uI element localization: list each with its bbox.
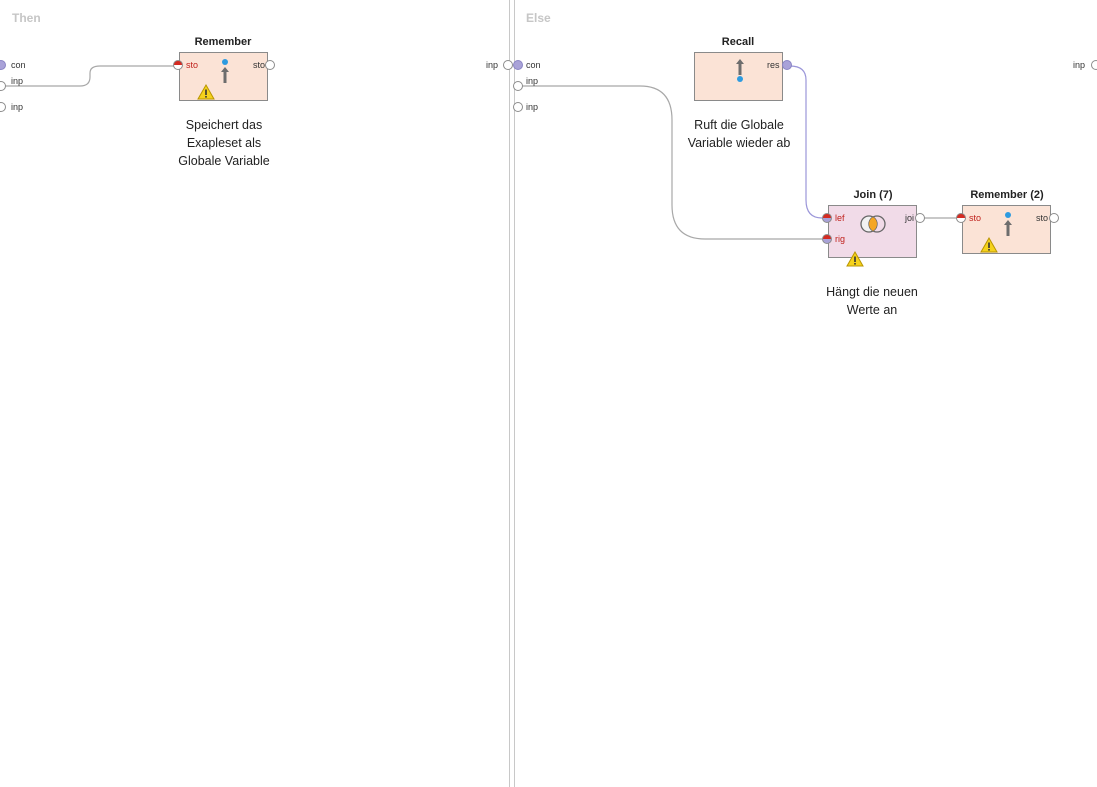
then-right-port[interactable] [503,60,513,70]
then-port-con[interactable] [0,60,6,70]
join-in-port-rig[interactable] [822,234,832,244]
remember2-out-port-label: sto [1036,213,1049,223]
else-port-inp-2-label: inp [526,102,539,112]
recall-operator[interactable]: res [694,52,783,101]
remember-note-line-3: Globale Variable [178,154,270,168]
join-note-line-1: Hängt die neuen [826,285,918,299]
else-port-inp-2[interactable] [513,102,523,112]
panel-divider-left [509,0,510,787]
remember-operator[interactable]: sto sto [179,52,268,101]
else-port-inp-1-label: inp [526,76,539,86]
join-in-port-lef-label: lef [835,213,845,223]
remember2-operator[interactable]: sto sto [962,205,1051,254]
then-port-inp-1[interactable] [0,81,6,91]
recall-title: Recall [721,36,755,48]
join-note: Hängt die neuen Werte an [782,283,962,319]
join-out-port[interactable] [915,213,925,223]
remember-note-line-1: Speichert das [185,118,263,132]
join-venn-icon [860,215,886,233]
join-warning-icon[interactable] [846,251,864,267]
panel-divider-right [514,0,515,787]
else-port-con-label: con [526,60,541,70]
recall-out-port[interactable] [782,60,792,70]
then-port-con-label: con [11,60,26,70]
wire-then-inp-to-remember[interactable] [5,65,177,87]
remember2-store-icon [1004,212,1012,236]
remember-note-line-2: Exapleset als [186,136,262,150]
then-panel-title: Then [12,11,41,25]
remember-note: Speichert das Exapleset als Globale Vari… [134,116,314,170]
else-port-inp-1[interactable] [513,81,523,91]
else-port-con[interactable] [513,60,523,70]
join-title: Join (7) [853,189,893,201]
remember-title: Remember [194,36,252,48]
recall-note-line-1: Ruft die Globale [694,118,784,132]
remember-out-port-label: sto [253,60,266,70]
recall-out-port-label: res [767,60,780,70]
join-note-line-2: Werte an [846,303,898,317]
join-out-port-label: joi [905,213,915,223]
recall-note-line-2: Variable wieder ab [687,136,791,150]
then-port-inp-1-label: inp [11,76,24,86]
remember-store-icon [221,59,229,83]
then-panel: Then [0,0,509,787]
join-in-port-rig-label: rig [835,234,846,244]
remember2-out-port[interactable] [1049,213,1059,223]
remember-in-port-label: sto [186,60,199,70]
join-in-port-lef[interactable] [822,213,832,223]
else-right-port[interactable] [1091,60,1097,70]
wire-else-inp-to-join[interactable] [520,85,824,240]
recall-note: Ruft die Globale Variable wieder ab [649,116,829,152]
remember2-warning-icon[interactable] [980,237,998,253]
then-port-inp-2[interactable] [0,102,6,112]
recall-retrieve-icon [736,59,744,82]
then-port-inp-2-label: inp [11,102,24,112]
remember2-in-port-label: sto [969,213,982,223]
remember2-in-port[interactable] [956,213,966,223]
join-operator[interactable]: lef rig joi [828,205,917,267]
then-right-port-label: inp [486,60,499,70]
remember2-title: Remember (2) [970,189,1044,201]
remember-out-port[interactable] [265,60,275,70]
else-right-port-label: inp [1073,60,1086,70]
else-panel-title: Else [526,11,551,25]
wire-recall-to-join[interactable] [789,65,824,219]
remember-warning-icon[interactable] [197,84,215,100]
remember-in-port[interactable] [173,60,183,70]
